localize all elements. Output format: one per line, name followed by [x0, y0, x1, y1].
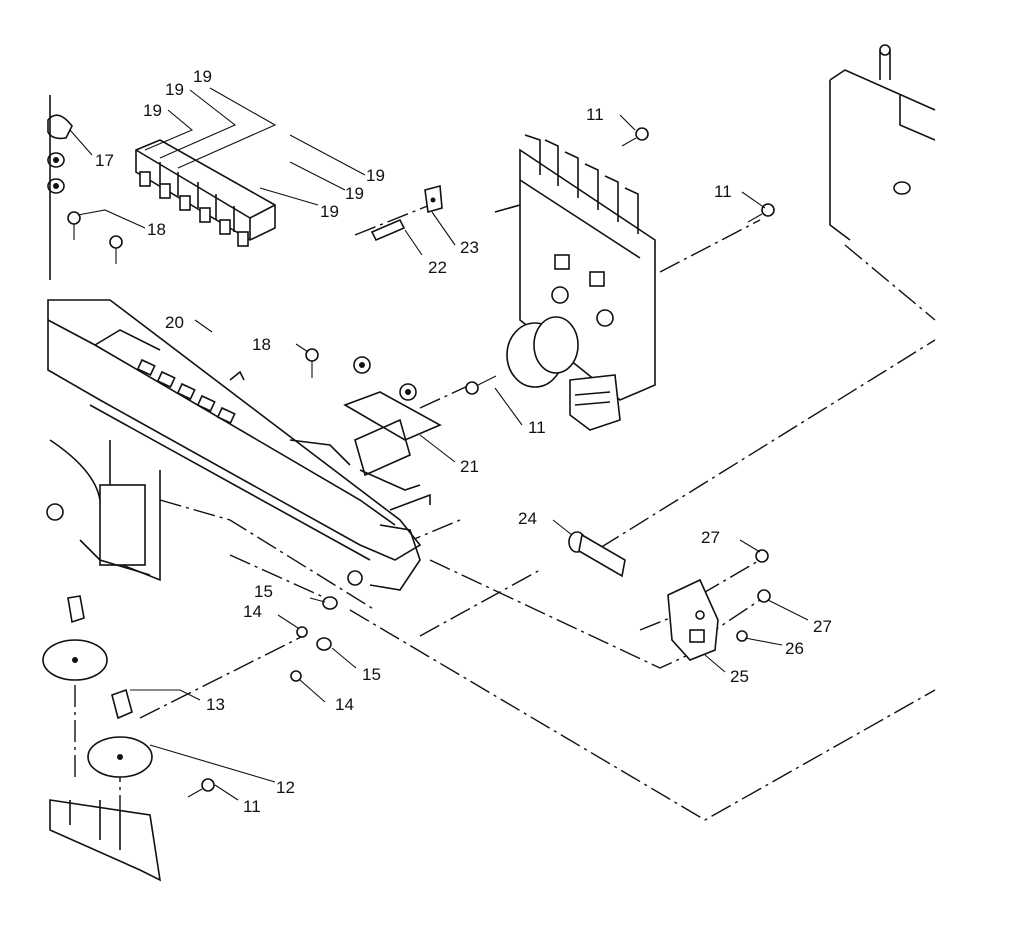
- label-25: 25: [730, 667, 749, 686]
- label-27-lower: 27: [813, 617, 832, 636]
- label-11-top: 11: [586, 105, 604, 124]
- right-side-panel: [829, 44, 936, 241]
- label-23: 23: [460, 238, 479, 257]
- label-17: 17: [95, 151, 114, 170]
- assembly-lines: [74, 204, 936, 821]
- label-12: 12: [276, 778, 295, 797]
- label-19-6: 19: [320, 202, 339, 221]
- label-19-1: 19: [143, 101, 162, 120]
- label-11-bottom: 11: [243, 797, 261, 816]
- screws-18: [67, 211, 319, 378]
- circuit-board: [494, 134, 656, 431]
- label-11-middle: 11: [528, 418, 546, 437]
- label-27-upper: 27: [701, 528, 720, 547]
- label-24: 24: [518, 509, 537, 528]
- label-26: 26: [785, 639, 804, 658]
- lower-left-parts: [42, 595, 162, 882]
- shaft-24: [568, 531, 626, 578]
- label-18-left: 18: [147, 220, 166, 239]
- label-14-lower: 14: [335, 695, 354, 714]
- main-chassis: [46, 299, 431, 591]
- label-20: 20: [165, 313, 184, 332]
- label-13: 13: [206, 695, 225, 714]
- label-22: 22: [428, 258, 447, 277]
- label-15-upper: 15: [254, 582, 273, 601]
- label-19-4: 19: [366, 166, 385, 185]
- label-11-right: 11: [714, 182, 732, 201]
- label-19-2: 19: [165, 80, 184, 99]
- push-button-row: [135, 139, 276, 247]
- bracket-21: [343, 356, 442, 491]
- label-19-5: 19: [345, 184, 364, 203]
- label-19-3: 19: [193, 67, 212, 86]
- leader-lines: [69, 87, 809, 801]
- label-21: 21: [460, 457, 479, 476]
- screws-washers-14-15: [290, 596, 338, 682]
- screws-11: [187, 127, 775, 798]
- label-15-lower: 15: [362, 665, 381, 684]
- label-18-center: 18: [252, 335, 271, 354]
- knob-assembly: [47, 95, 73, 280]
- clip-23: [370, 184, 443, 242]
- part-labels: 11 11 11 11 12 13 14 14 15 15 17 18 18 1…: [95, 67, 832, 816]
- bracket-25: [667, 549, 771, 661]
- label-14-upper: 14: [243, 602, 262, 621]
